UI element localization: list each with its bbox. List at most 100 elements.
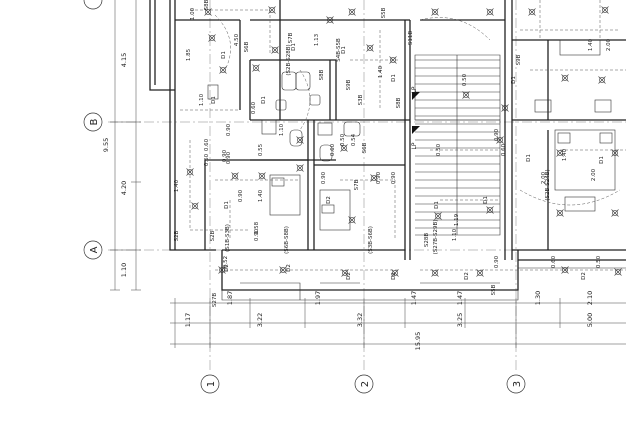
grid-bubble-col-2: 2 xyxy=(354,374,374,394)
lamp-tag: D1 xyxy=(483,196,489,204)
circuit-tag: S5B xyxy=(491,284,497,295)
spot-dimension-label: 0.50 xyxy=(596,255,602,268)
stair-treads xyxy=(415,59,500,229)
spot-dimension-label: 1.40 xyxy=(174,179,180,192)
circuit-tag: (S2B-S28B) xyxy=(286,44,292,75)
spot-dimension-label: 1.13 xyxy=(314,33,320,46)
spot-dimension-label: 1.40 xyxy=(562,148,568,161)
spot-dimension-label: 0.90 xyxy=(376,171,382,184)
spot-dimension-label: 0.90 xyxy=(226,151,232,164)
panel-board-lower: LP xyxy=(411,126,420,149)
lamp-tag: D2 xyxy=(286,264,292,272)
light-fixture-icon xyxy=(326,16,334,24)
light-fixture-icon xyxy=(486,206,494,214)
spot-dimension-label: 0.90 xyxy=(222,149,228,162)
dim-1-97: 1.97 xyxy=(314,291,322,305)
light-fixture-icon xyxy=(191,202,199,210)
light-fixture-icon xyxy=(204,8,212,16)
circuit-tag: (S1B-S3B) xyxy=(225,224,231,252)
circuit-tag: (S27B-S29B) xyxy=(433,220,439,255)
dim-3-32: 3.32 xyxy=(356,313,364,327)
light-fixture-icon xyxy=(561,266,569,274)
light-fixture-icon xyxy=(556,209,564,217)
circuit-tag: S8B xyxy=(319,69,325,80)
light-fixture-icon xyxy=(208,34,216,42)
light-fixture-icon xyxy=(598,76,606,84)
circuit-tag: S9B xyxy=(346,79,352,90)
spot-dimension-label: 0.90 xyxy=(238,189,244,202)
spot-dimensions: 1.00 4.50 1.85 1.10 0.60 0.90 0.60 0.60 0.90 1.40… xyxy=(174,7,612,268)
dim-1-47b: 1.47 xyxy=(456,291,464,305)
light-fixture-icon xyxy=(614,268,622,276)
circuit-tag: (S6B-S8B) xyxy=(284,226,290,254)
panel-tag-lp-lower: LP xyxy=(411,142,418,149)
spot-dimension-label: 0.60 xyxy=(551,255,557,268)
lamp-tag: D1 xyxy=(211,96,217,104)
circuit-tag: S28B xyxy=(424,233,430,247)
lamp-tag: D2 xyxy=(391,272,397,280)
spot-dimension-label: 0.90 xyxy=(494,255,500,268)
circuit-tag: S27B xyxy=(212,293,218,307)
lamp-tag: D1 xyxy=(341,46,347,54)
spot-dimension-label: 0.60 xyxy=(330,143,336,156)
spot-dimension-label: 0.54 xyxy=(351,133,357,146)
light-fixture-icon xyxy=(279,266,287,274)
dim-1-87: 1.87 xyxy=(226,291,234,305)
spot-dimension-label: 2.00 xyxy=(591,168,597,181)
light-fixture-icon xyxy=(231,172,239,180)
spot-dimension-label: 0.90 xyxy=(226,123,232,136)
balconies xyxy=(221,267,626,301)
circuit-tag: S2B xyxy=(174,230,180,241)
lamp-tag: D1 xyxy=(291,43,297,51)
light-fixture-icon xyxy=(348,8,356,16)
circuit-tag: S7B xyxy=(288,32,294,43)
spot-dimension-label: 1.10 xyxy=(279,123,285,136)
spot-dimension-label: 0.60 xyxy=(501,143,507,156)
dim-4-20: 4.20 xyxy=(120,181,128,195)
grid-bubble-row-a: A xyxy=(83,240,103,260)
dim-3-25: 3.25 xyxy=(456,313,464,327)
light-fixture-icon xyxy=(271,46,279,54)
spot-dimension-label: 1.00 xyxy=(190,7,196,20)
light-fixture-icon xyxy=(252,64,260,72)
circuit-tag: S2B xyxy=(210,230,216,241)
circuit-tag: (S2B-S24B) xyxy=(545,169,551,200)
panel-board-upper: LP xyxy=(411,86,420,100)
dim-3-22: 3.22 xyxy=(256,313,264,327)
dim-1-30: 1.30 xyxy=(534,291,542,305)
light-fixture-icon xyxy=(218,266,226,274)
spot-dimension-label: 0.90 xyxy=(254,228,260,241)
light-fixture-icon xyxy=(462,91,470,99)
light-fixture-icon xyxy=(496,136,504,144)
light-fixture-icon xyxy=(258,172,266,180)
light-fixture-icon xyxy=(431,269,439,277)
lamp-tag: D2 xyxy=(581,272,587,280)
spot-dimension-label: 0.90 xyxy=(391,171,397,184)
spot-dimension-label: 1.85 xyxy=(186,48,192,61)
lamp-tag: D2 xyxy=(326,196,332,204)
circuit-tag: S6B xyxy=(244,41,250,52)
light-fixture-icon xyxy=(556,149,564,157)
spot-dimension-label: 0.50 xyxy=(436,143,442,156)
spot-dimension-label: 1.10 xyxy=(199,93,205,106)
dimension-chain-bottom: 1.87 1.97 1.47 1.47 1.30 2.10 1.17 3.22 … xyxy=(170,291,626,351)
spot-dimension-label: 0.55 xyxy=(258,143,264,156)
light-fixture-icon xyxy=(340,144,348,152)
dim-1-47a: 1.47 xyxy=(410,291,418,305)
wiring-runs xyxy=(180,0,626,271)
dim-2-10: 2.10 xyxy=(586,291,594,305)
lamp-tag: D2 xyxy=(224,264,230,272)
spot-dimension-label: 1.19 xyxy=(454,213,460,226)
spot-dimension-label: 4.50 xyxy=(234,33,240,46)
lamp-tag: D1 xyxy=(526,154,532,162)
spot-dimension-label: 1.40 xyxy=(378,65,384,78)
light-fixture-icon xyxy=(219,66,227,74)
circuit-tag: S3B xyxy=(358,94,364,105)
sanitary-fixtures xyxy=(207,71,361,162)
dim-5-00: 5.00 xyxy=(586,313,594,327)
lamp-tag: D1 xyxy=(434,201,440,209)
spot-dimension-label: 0.60 xyxy=(251,101,257,114)
dim-15-95: 15.95 xyxy=(414,332,422,351)
